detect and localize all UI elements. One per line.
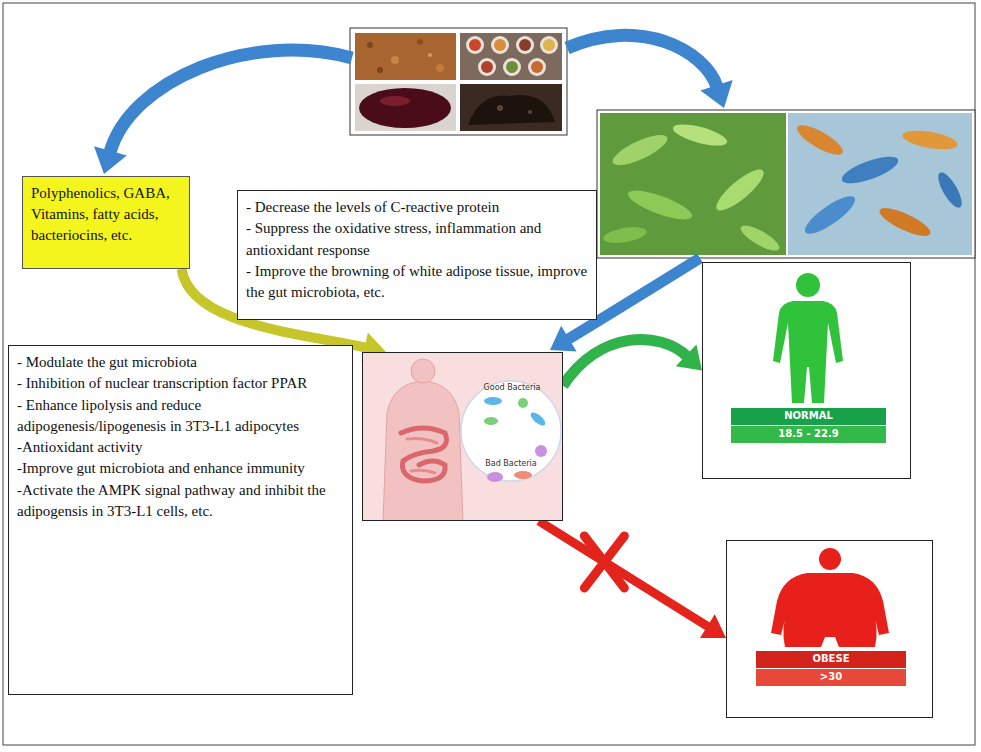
- bacteria-photo: [597, 110, 975, 258]
- bullet-text: - Inhibition of nuclear transcription fa…: [17, 373, 344, 394]
- green-arrow-line: [563, 339, 688, 385]
- blue-arrow-head: [700, 80, 732, 108]
- bullet-text: Polyphenolics, GABA, Vitamins, fatty aci…: [31, 183, 181, 246]
- frame: [3, 3, 975, 745]
- blue-arrow-line: [567, 35, 717, 87]
- gut-picture: Good BacteriaBad Bacteria: [362, 352, 563, 521]
- ingredient-box: Polyphenolics, GABA, Vitamins, fatty aci…: [22, 176, 190, 269]
- normal-figure: NORMAL18.5 - 22.9: [702, 262, 911, 479]
- bullet-text: - Suppress the oxidative stress, inflamm…: [246, 218, 588, 261]
- obese-figure: OBESE>30: [726, 540, 933, 718]
- red-arrow: [539, 521, 726, 638]
- picture-label: Bad Bacteria: [473, 459, 549, 469]
- green-arrow-head: [676, 344, 702, 370]
- bmi-value: >30: [756, 669, 906, 686]
- green-arrow: [563, 339, 702, 385]
- bullet-text: -Antioxidant activity: [17, 437, 344, 458]
- bullet-text: - Enhance lipolysis and reduce adipogene…: [17, 395, 344, 438]
- blue-arrow: [94, 50, 352, 174]
- blue-arrow-line: [110, 50, 352, 153]
- bullet-text: - Improve the browning of white adipose …: [246, 261, 588, 304]
- red-arrow-line: [539, 521, 709, 627]
- bullet-text: - Modulate the gut microbiota: [17, 352, 344, 373]
- picture-label: Good Bacteria: [475, 383, 549, 393]
- bmi-value: 18.5 - 22.9: [731, 426, 886, 443]
- blue-arrow-head: [550, 326, 577, 352]
- bullet-text: -Improve gut microbiota and enhance immu…: [17, 458, 344, 479]
- bullet-text: -Activate the AMPK signal pathway and in…: [17, 480, 344, 523]
- food-photo: [350, 28, 567, 135]
- bmi-band: NORMAL: [731, 408, 886, 425]
- blue-arrow-head: [94, 146, 127, 174]
- normal-figure-art: [703, 263, 911, 479]
- bullet-text: - Decrease the levels of C-reactive prot…: [246, 197, 588, 218]
- mechanism-box: - Modulate the gut microbiota- Inhibitio…: [8, 345, 353, 695]
- blue-arrow: [567, 35, 733, 108]
- bmi-band: OBESE: [756, 651, 906, 668]
- gut-picture-art: [363, 353, 563, 521]
- red-arrow-head: [700, 614, 726, 638]
- effect-box: - Decrease the levels of C-reactive prot…: [237, 190, 597, 320]
- cross-mark: [584, 536, 624, 588]
- obese-figure-art: [727, 541, 933, 718]
